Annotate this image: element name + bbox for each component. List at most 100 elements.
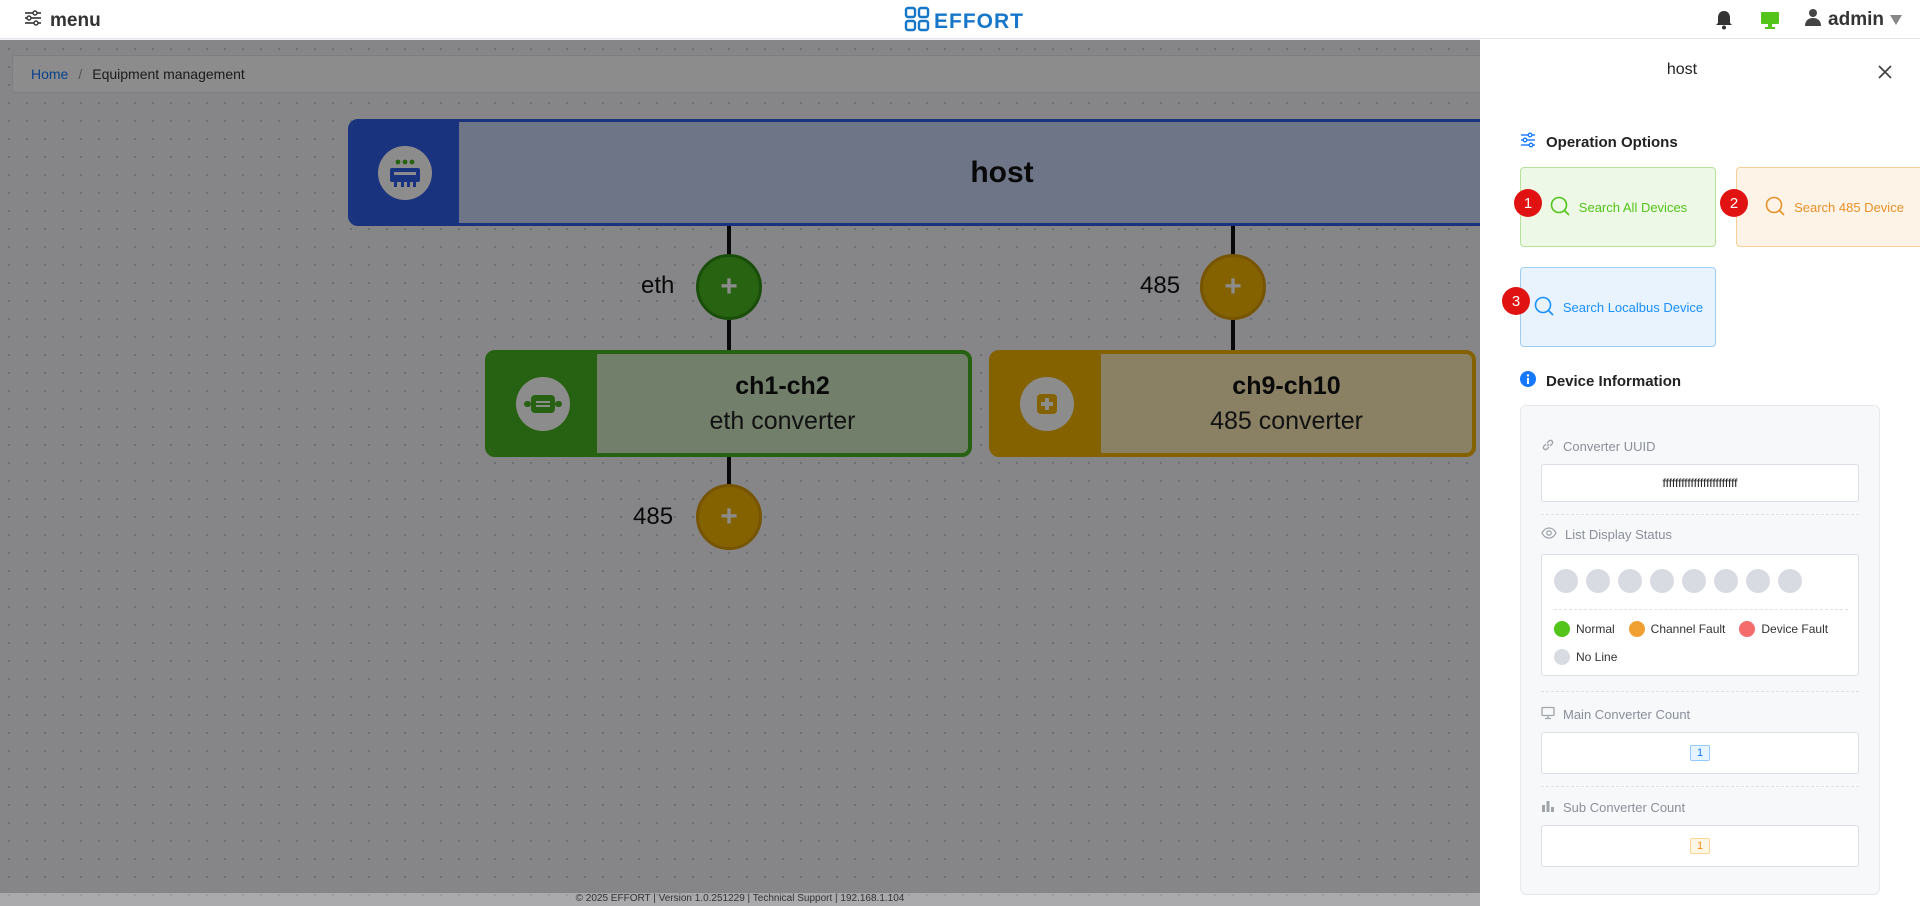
divider — [1541, 786, 1859, 787]
plus-icon: + — [1224, 270, 1242, 303]
port-label-485-sub: 485 — [633, 503, 674, 530]
eth-converter-title: ch1-ch2 — [735, 371, 830, 400]
bell-icon[interactable] — [1712, 8, 1736, 32]
status-dot — [1650, 569, 1674, 593]
sub-converter-count-tag: 1 — [1689, 838, 1711, 854]
eth-converter-node[interactable]: ch1-ch2 eth converter — [485, 350, 972, 457]
search-localbus-device-label: Search Localbus Device — [1562, 299, 1704, 315]
add-eth-button[interactable]: + — [696, 254, 762, 320]
host-drawer: host Operation Options Search All Device… — [1480, 39, 1920, 906]
menu-button[interactable]: menu — [24, 10, 101, 32]
host-node-icon-area — [351, 122, 459, 223]
485-converter-node[interactable]: ch9-ch10 485 converter — [989, 350, 1476, 457]
host-node[interactable]: host — [348, 119, 1548, 226]
step-badge-1: 1 — [1514, 189, 1542, 217]
search-485-device-label: Search 485 Device — [1794, 199, 1904, 215]
modal-overlay[interactable] — [0, 40, 1480, 906]
legend-swatch — [1554, 649, 1570, 665]
user-name: admin — [1828, 9, 1884, 30]
drawer-title: host — [1666, 61, 1698, 78]
add-485-button[interactable]: + — [1200, 254, 1266, 320]
legend-device-fault: Device Fault — [1739, 621, 1828, 637]
link-icon — [1541, 438, 1555, 455]
logo-mark-icon — [904, 6, 930, 37]
bar-chart-icon — [1541, 799, 1555, 816]
add-485-sub-button[interactable]: + — [696, 484, 762, 550]
close-icon[interactable] — [1874, 61, 1896, 83]
step-badge-3: 3 — [1502, 287, 1530, 315]
search-all-devices-button[interactable]: Search All Devices — [1520, 167, 1716, 247]
device-information-heading: Device Information — [1520, 371, 1681, 391]
device-information-title: Device Information — [1546, 372, 1682, 390]
footer: © 2025 EFFORT | Version 1.0.251229 | Tec… — [0, 893, 1480, 906]
status-dot — [1682, 569, 1706, 593]
485-converter-title: ch9-ch10 — [1232, 371, 1341, 400]
list-display-status-label-text: List Display Status — [1565, 527, 1672, 542]
menu-sliders-icon — [24, 10, 42, 32]
operation-options-title: Operation Options — [1546, 133, 1678, 151]
status-dot — [1778, 569, 1802, 593]
connector-line — [727, 226, 731, 276]
menu-label: menu — [50, 10, 101, 31]
legend-swatch — [1554, 621, 1570, 637]
divider — [1554, 609, 1848, 610]
device-information-panel: Converter UUID ffffffffffffffffffffffff … — [1520, 405, 1880, 895]
step-badge-2: 2 — [1720, 189, 1748, 217]
converter-uuid-label-text: Converter UUID — [1563, 439, 1656, 454]
status-dot — [1746, 569, 1770, 593]
port-label-eth: eth — [641, 272, 675, 299]
host-node-body: host — [459, 122, 1545, 223]
chevron-down-icon — [1890, 9, 1902, 31]
search-icon — [1549, 195, 1571, 220]
eth-converter-icon-area — [489, 354, 597, 453]
legend-swatch — [1739, 621, 1756, 637]
top-right-controls: admin — [1712, 8, 1902, 32]
converter-uuid-label: Converter UUID — [1541, 438, 1655, 455]
search-all-devices-label: Search All Devices — [1578, 199, 1688, 215]
legend-no-line-label: No Line — [1576, 650, 1618, 664]
sub-converter-count-field: 1 — [1541, 825, 1859, 867]
search-485-device-button[interactable]: Search 485 Device — [1736, 167, 1920, 247]
plus-icon: + — [720, 500, 738, 533]
operation-options-heading: Operation Options — [1520, 132, 1678, 152]
divider — [1541, 514, 1859, 515]
main-converter-count-label-text: Main Converter Count — [1563, 707, 1691, 722]
sub-converter-count-label: Sub Converter Count — [1541, 799, 1685, 816]
status-dots — [1554, 569, 1802, 593]
sliders-icon — [1520, 132, 1536, 152]
effort-logo: EFFORT — [904, 6, 1024, 37]
search-icon — [1533, 295, 1555, 320]
plus-icon: + — [720, 270, 738, 303]
main-converter-count-label: Main Converter Count — [1541, 706, 1690, 723]
list-display-status-panel: Normal Channel Fault Device Fault No Lin… — [1541, 554, 1859, 676]
monitor-icon[interactable] — [1758, 8, 1782, 32]
485-converter-body: ch9-ch10 485 converter — [1101, 354, 1472, 453]
connector-line — [727, 455, 731, 503]
status-dot — [1714, 569, 1738, 593]
eth-converter-body: ch1-ch2 eth converter — [597, 354, 968, 453]
status-legend: Normal Channel Fault Device Fault No Lin… — [1554, 621, 1854, 665]
list-display-status-label: List Display Status — [1541, 527, 1672, 542]
485-converter-icon-area — [993, 354, 1101, 453]
port-label-485-host: 485 — [1140, 272, 1181, 299]
sub-converter-count-label-text: Sub Converter Count — [1563, 800, 1686, 815]
connector-line — [727, 320, 731, 352]
status-dot — [1586, 569, 1610, 593]
desktop-icon — [1541, 706, 1555, 723]
legend-channel-fault: Channel Fault — [1628, 621, 1725, 637]
breadcrumb-home-link[interactable]: Home — [31, 66, 69, 82]
breadcrumb-separator: / — [78, 66, 83, 82]
legend-device-fault-label: Device Fault — [1761, 622, 1829, 636]
info-icon — [1520, 371, 1536, 391]
485-converter-icon — [1020, 376, 1074, 431]
legend-no-line: No Line — [1554, 649, 1617, 665]
breadcrumb: Home / Equipment management — [12, 55, 1612, 93]
divider — [1541, 691, 1859, 692]
top-bar: menu EFFORT admin — [0, 0, 1920, 39]
user-menu[interactable]: admin — [1804, 8, 1902, 32]
main-converter-count-field: 1 — [1541, 732, 1859, 774]
eth-converter-icon — [516, 376, 570, 431]
connector-line — [1231, 320, 1235, 352]
search-localbus-device-button[interactable]: Search Localbus Device — [1520, 267, 1716, 347]
converter-uuid-field: ffffffffffffffffffffffff — [1541, 464, 1859, 502]
